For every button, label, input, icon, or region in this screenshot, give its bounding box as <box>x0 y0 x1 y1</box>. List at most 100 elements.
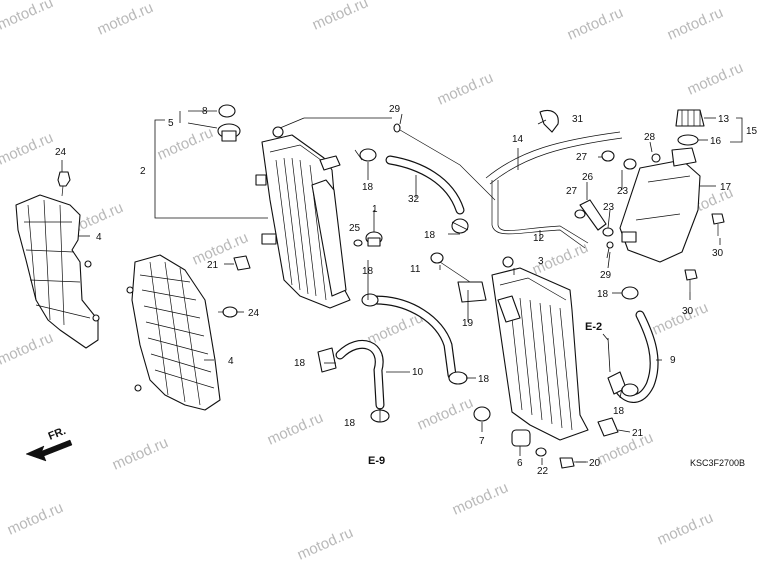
watermark-text: motod.ru <box>415 394 476 434</box>
grommet-7 <box>473 406 491 422</box>
reserve-tank <box>619 147 701 263</box>
clamp-21-right <box>597 417 619 437</box>
callout-31: 31 <box>572 114 584 125</box>
watermark-layer: motod.ru motod.ru motod.ru motod.ru moto… <box>0 0 746 564</box>
watermark-text: motod.ru <box>5 499 66 539</box>
callout-18: 18 <box>424 230 436 241</box>
bolt-30-upper <box>711 213 725 236</box>
callout-10: 10 <box>412 367 424 378</box>
callout-15: 15 <box>746 126 758 137</box>
washer-22 <box>535 447 547 457</box>
hose-clamp <box>621 286 639 397</box>
callout-18: 18 <box>362 266 374 277</box>
watermark-text: motod.ru <box>655 509 716 549</box>
oring-16 <box>677 134 699 146</box>
watermark-text: motod.ru <box>295 524 356 564</box>
callout-18: 18 <box>597 289 609 300</box>
callout-18: 18 <box>478 374 490 385</box>
callout-29: 29 <box>600 270 612 281</box>
callout-18: 18 <box>613 406 625 417</box>
direction-label: FR. <box>47 425 68 443</box>
watermark-text: motod.ru <box>565 4 626 44</box>
callout-12: 12 <box>533 233 545 244</box>
callout-4: 4 <box>228 356 234 367</box>
callout-13: 13 <box>718 114 730 125</box>
callout-7: 7 <box>479 436 485 447</box>
callout-26: 26 <box>582 172 594 183</box>
hose-11 <box>361 293 468 385</box>
left-shroud <box>15 194 100 349</box>
callout-23: 23 <box>617 186 629 197</box>
callout-9: 9 <box>670 355 676 366</box>
callout-18: 18 <box>294 358 306 369</box>
callout-24: 24 <box>55 147 67 158</box>
filler-cap <box>217 104 241 142</box>
callout-20: 20 <box>589 458 601 469</box>
clip-31 <box>539 109 559 133</box>
callout-23: 23 <box>603 202 615 213</box>
callout-25: 25 <box>349 223 361 234</box>
callout-5: 5 <box>168 118 174 129</box>
radiator-grille <box>126 254 221 411</box>
watermark-text: motod.ru <box>0 129 56 169</box>
arrow-left-icon <box>25 439 73 462</box>
callout-18: 18 <box>344 418 356 429</box>
callout-30: 30 <box>712 248 724 259</box>
bolt-24-top <box>57 171 71 197</box>
watermark-text: motod.ru <box>450 479 511 519</box>
callout-labels: 1 2 3 4 4 5 6 7 8 9 10 11 12 13 14 15 16… <box>55 104 758 477</box>
watermark-text: motod.ru <box>95 0 156 39</box>
callout-1: 1 <box>372 204 378 215</box>
watermark-text: motod.ru <box>110 434 171 474</box>
callout-27: 27 <box>566 186 578 197</box>
ref-e9: E-9 <box>368 455 385 467</box>
callout-3: 3 <box>538 256 544 267</box>
tank-fittings <box>574 150 661 249</box>
callout-28: 28 <box>644 132 656 143</box>
catalog-code: KSC3F2700B <box>690 458 745 468</box>
left-radiator <box>255 126 351 309</box>
watermark-text: motod.ru <box>155 124 216 164</box>
watermark-text: motod.ru <box>650 299 711 339</box>
watermark-text: motod.ru <box>265 409 326 449</box>
watermark-text: motod.ru <box>685 59 746 99</box>
watermark-text: motod.ru <box>435 69 496 109</box>
hose-14 <box>485 131 623 185</box>
clamp-21-left <box>233 255 251 271</box>
hose-29 <box>393 123 496 201</box>
callout-6: 6 <box>517 458 523 469</box>
watermark-text: motod.ru <box>310 0 371 34</box>
bolt-24-mid <box>218 306 238 318</box>
hose-10 <box>317 339 390 423</box>
hose-32 <box>385 155 469 234</box>
callout-4: 4 <box>96 232 102 243</box>
callout-30: 30 <box>682 306 694 317</box>
collar-6 <box>511 429 531 447</box>
reserve-cap <box>675 109 705 127</box>
callout-21: 21 <box>632 428 644 439</box>
watermark-text: motod.ru <box>665 4 726 44</box>
callout-22: 22 <box>537 466 549 477</box>
callout-17: 17 <box>720 182 732 193</box>
callout-18: 18 <box>362 182 374 193</box>
hose-clamp <box>354 148 377 162</box>
hose-12 <box>491 180 589 249</box>
callout-11: 11 <box>410 264 421 275</box>
drain-bolt <box>353 231 383 247</box>
callout-8: 8 <box>202 106 208 117</box>
callout-21: 21 <box>207 260 219 271</box>
callout-16: 16 <box>710 136 722 147</box>
callout-24: 24 <box>248 308 260 319</box>
bolt-20 <box>559 457 588 469</box>
callout-27: 27 <box>576 152 588 163</box>
callout-2: 2 <box>140 166 146 177</box>
watermark-text: motod.ru <box>0 0 56 34</box>
bracket-19 <box>430 252 487 303</box>
ref-e2: E-2 <box>585 321 602 333</box>
reference-labels: E-2 E-9 <box>368 321 609 467</box>
bolt-30-lower <box>684 269 698 292</box>
callout-29: 29 <box>389 104 401 115</box>
front-direction-indicator: FR. <box>25 425 73 462</box>
